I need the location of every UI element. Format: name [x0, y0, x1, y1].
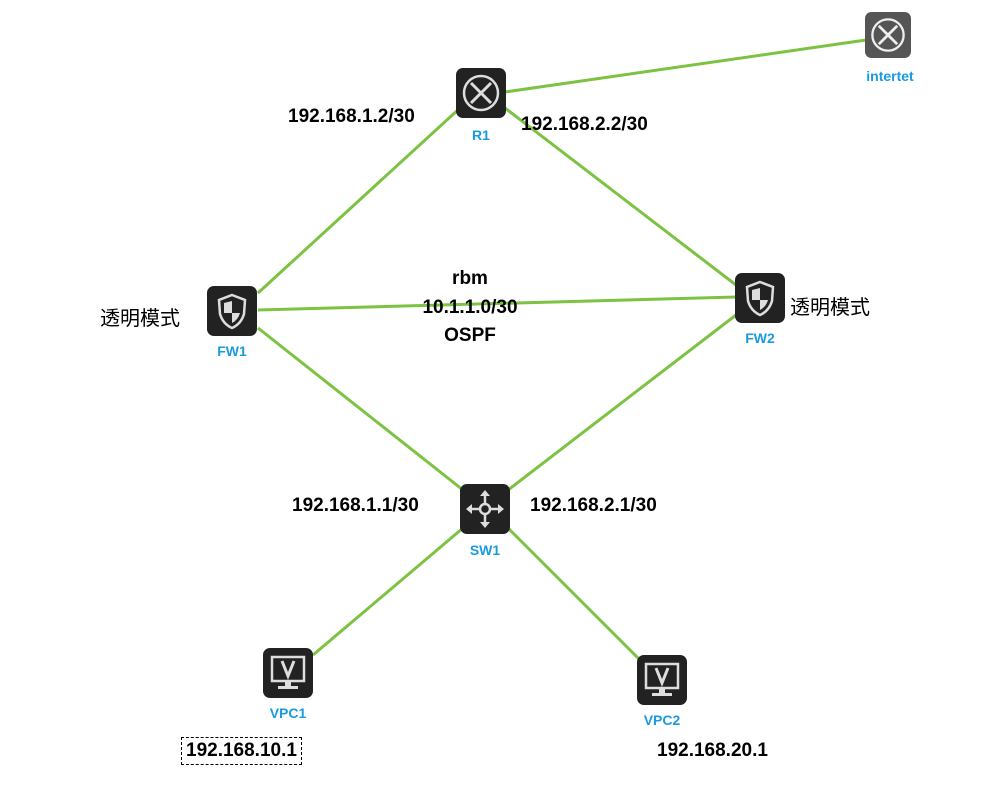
node-label-fw2: FW2: [745, 330, 775, 346]
router-icon[interactable]: [865, 12, 911, 58]
firewall-icon[interactable]: [207, 286, 257, 336]
link-r1-fw1[interactable]: [256, 106, 462, 295]
node-label-internet: intertet: [866, 68, 914, 84]
ospf-label: OSPF: [444, 325, 496, 346]
rbm-label: rbm: [452, 268, 488, 289]
pc-icon[interactable]: [637, 655, 687, 705]
link-fw2-sw1[interactable]: [507, 313, 737, 492]
ip-label-sw1-fw1: 192.168.1.1/30: [292, 495, 419, 516]
node-label-vpc1: VPC1: [269, 705, 307, 721]
node-label-vpc2: VPC2: [643, 712, 681, 728]
l3-switch-icon[interactable]: [460, 484, 510, 534]
node-label-sw1: SW1: [469, 542, 501, 558]
link-r1-fw2[interactable]: [504, 106, 737, 287]
vpc1-ip-label: 192.168.10.1: [181, 737, 302, 765]
link-fw1-fw2[interactable]: [257, 295, 737, 312]
ip-label-r1-fw2: 192.168.2.2/30: [521, 114, 648, 135]
node-label-fw1: FW1: [217, 343, 247, 359]
rbm-network-label: 10.1.1.0/30: [422, 297, 518, 318]
link-sw1-vpc1[interactable]: [312, 526, 464, 657]
ip-label-sw1-fw2: 192.168.2.1/30: [530, 495, 657, 516]
firewall-icon[interactable]: [735, 273, 785, 323]
router-icon[interactable]: [456, 68, 506, 118]
node-label-r1: R1: [472, 127, 490, 143]
fw1-mode-label: 透明模式: [100, 306, 180, 330]
link-r1-internet[interactable]: [504, 38, 867, 94]
fw2-mode-label: 透明模式: [790, 295, 870, 319]
ip-label-r1-fw1: 192.168.1.2/30: [288, 106, 415, 127]
link-sw1-vpc2[interactable]: [506, 526, 642, 662]
link-fw1-sw1[interactable]: [257, 326, 464, 492]
vpc2-ip-label: 192.168.20.1: [657, 740, 768, 761]
pc-icon[interactable]: [263, 648, 313, 698]
